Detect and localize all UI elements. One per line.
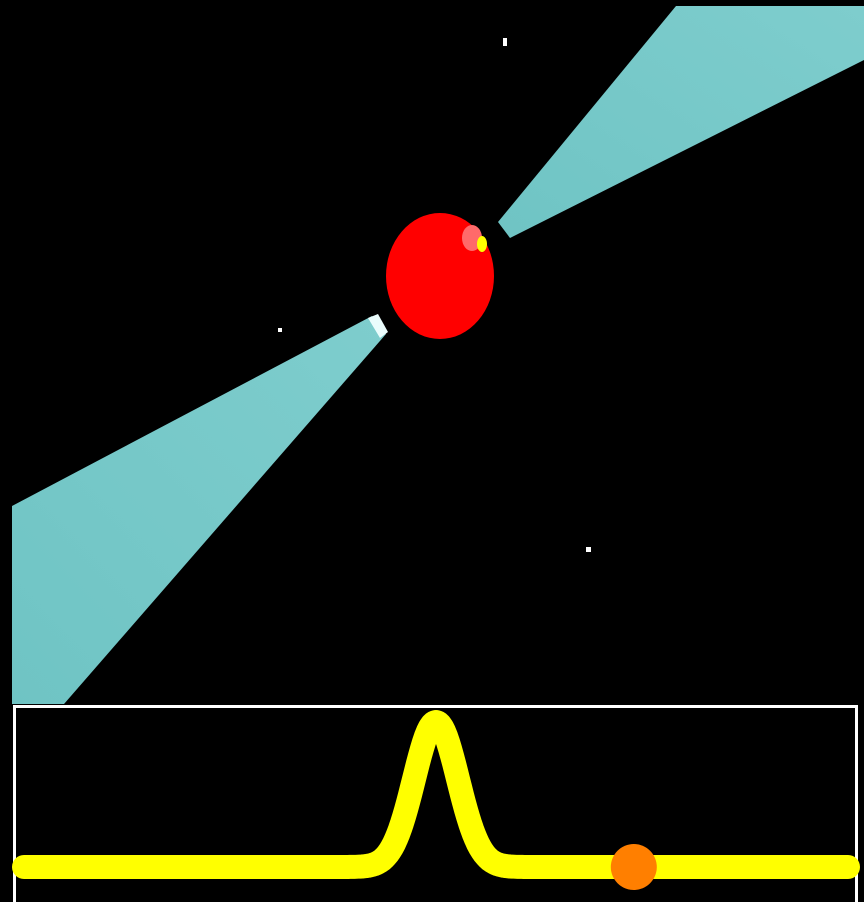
star: [278, 328, 282, 332]
star: [586, 547, 591, 552]
ball-highlight: [477, 236, 487, 252]
light-beam-lower: [12, 316, 386, 704]
star: [503, 38, 507, 46]
meter-curve: [12, 710, 860, 879]
signal-meter: [12, 705, 860, 902]
beam-tip-glow: [368, 314, 388, 338]
meter-marker: [610, 844, 657, 890]
ball-shine: [462, 225, 482, 251]
light-beam-upper: [498, 6, 864, 238]
